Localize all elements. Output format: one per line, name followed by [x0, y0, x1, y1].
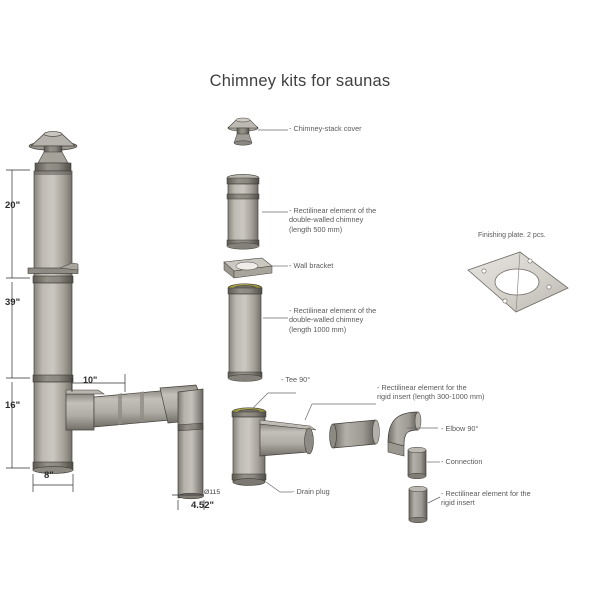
label-tee-90: - Tee 90° [281, 375, 311, 384]
label-rigid-insert-300-1000mm: - Rectilinear element for the rigid inse… [377, 383, 485, 402]
label-chimney-stack-cover: - Chimney-stack cover [289, 124, 362, 133]
label-finishing-plate: Finishing plate. 2 pcs. [478, 232, 546, 239]
part-double-walled-chimney-1000mm [227, 283, 263, 382]
dimension-height-top: 20" [5, 200, 21, 211]
dimension-diameter-inches: 4.52" [191, 500, 214, 511]
dimension-offset-horizontal: 10" [83, 375, 98, 385]
label-drain-plug: - Drain plug [292, 487, 330, 496]
part-elbow-90 [387, 411, 422, 457]
page-title: Chimney kits for saunas [209, 72, 391, 90]
label-connection: - Connection [441, 457, 483, 466]
dimension-height-middle: 39" [5, 297, 21, 308]
part-double-walled-chimney-500mm [226, 174, 260, 250]
dimension-diameter-metric: Ø115 [204, 489, 221, 496]
part-wall-bracket [223, 257, 273, 279]
dimension-width-base: 8" [44, 470, 54, 481]
label-double-walled-chimney-1000mm: - Rectilinear element of the double-wall… [289, 306, 377, 334]
leader-lines [252, 129, 441, 504]
part-rigid-insert-300-1000mm [329, 419, 380, 449]
label-rigid-insert: - Rectilinear element for the rigid inse… [441, 489, 531, 508]
part-rigid-insert [408, 485, 428, 524]
label-wall-bracket: - Wall bracket [289, 261, 334, 270]
part-connection [407, 446, 427, 480]
label-elbow-90: - Elbow 90° [441, 424, 479, 433]
dimension-height-bottom: 16" [5, 400, 21, 411]
part-finishing-plate [467, 251, 569, 313]
part-chimney-stack-cover [227, 117, 259, 146]
label-double-walled-chimney-500mm: - Rectilinear element of the double-wall… [289, 206, 377, 234]
assembled-chimney-illustration [27, 131, 204, 500]
dimension-lines-left [6, 169, 205, 510]
part-tee-90 [231, 407, 317, 486]
